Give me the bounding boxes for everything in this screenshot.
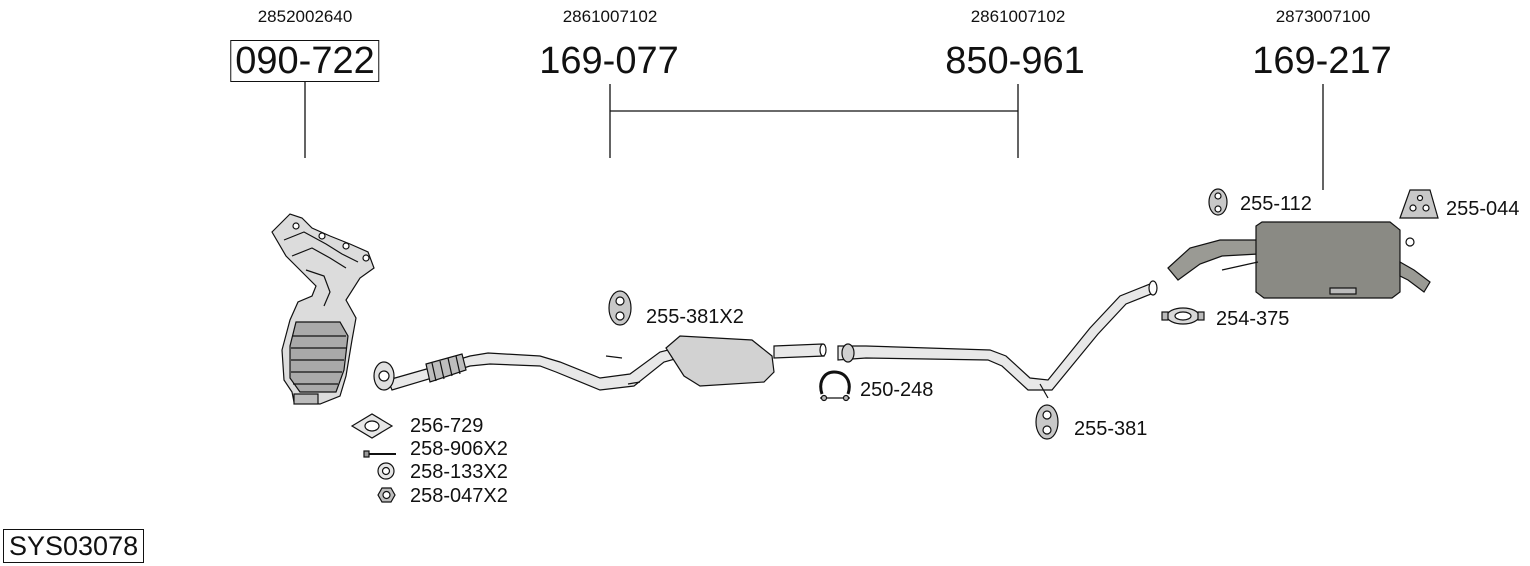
part-number-middle-2[interactable]: 850-961 — [945, 40, 1085, 82]
clamp-254-375-icon[interactable] — [1161, 307, 1205, 325]
intermediate-pipe-drawing[interactable] — [837, 280, 1158, 399]
rubber-hanger-255-381x2-icon[interactable] — [608, 290, 632, 326]
label-255-112[interactable]: 255-112 — [1240, 193, 1312, 215]
label-255-381x2[interactable]: 255-381X2 — [646, 306, 744, 328]
part-number-rear[interactable]: 169-217 — [1252, 40, 1392, 82]
label-255-044[interactable]: 255-044 — [1446, 198, 1520, 220]
oe-number-middle-1: 2861007102 — [562, 7, 658, 26]
rubber-hanger-255-112-icon[interactable] — [1208, 188, 1228, 216]
label-258-133x2[interactable]: 258-133X2 — [410, 461, 508, 483]
catalytic-converter-drawing[interactable] — [271, 213, 375, 405]
front-pipe-drawing[interactable] — [373, 341, 701, 391]
bolt-258-906x2-icon[interactable] — [363, 450, 396, 458]
rear-silencer-drawing[interactable] — [1167, 221, 1431, 299]
label-256-729[interactable]: 256-729 — [410, 415, 484, 437]
part-number-catalytic[interactable]: 090-722 — [230, 40, 380, 82]
label-258-906x2[interactable]: 258-906X2 — [410, 438, 508, 460]
label-255-381[interactable]: 255-381 — [1074, 418, 1148, 440]
label-250-248[interactable]: 250-248 — [860, 379, 934, 401]
rubber-hanger-255-044-icon[interactable] — [1399, 189, 1439, 219]
oe-number-catalytic: 2852002640 — [257, 7, 353, 26]
clamp-250-248-icon[interactable] — [819, 370, 851, 402]
middle-silencer-drawing[interactable] — [605, 335, 827, 387]
system-code: SYS03078 — [3, 529, 145, 563]
oe-number-middle-2: 2861007102 — [970, 7, 1066, 26]
rubber-hanger-255-381-icon[interactable] — [1035, 404, 1059, 440]
oe-number-rear: 2873007100 — [1275, 7, 1371, 26]
label-254-375[interactable]: 254-375 — [1216, 308, 1290, 330]
part-number-middle-1[interactable]: 169-077 — [539, 40, 679, 82]
gasket-256-729-icon[interactable] — [350, 413, 394, 439]
nut-258-047x2-icon[interactable] — [377, 487, 396, 503]
washer-258-133x2-icon[interactable] — [377, 462, 395, 480]
label-258-047x2[interactable]: 258-047X2 — [410, 485, 508, 507]
